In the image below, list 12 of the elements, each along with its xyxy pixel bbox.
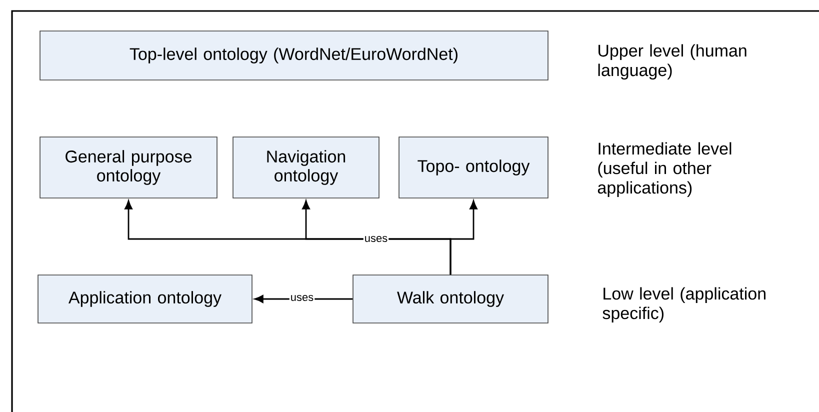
ontology-box: Topo- ontology bbox=[398, 136, 548, 198]
ontology-box: Top-level ontology (WordNet/EuroWordNet) bbox=[40, 30, 548, 80]
edge-label: uses bbox=[363, 234, 389, 243]
arrow bbox=[450, 200, 478, 275]
ontology-box: Navigation ontology bbox=[232, 136, 380, 198]
level-label: Intermediate level (useful in other applications) bbox=[598, 142, 732, 198]
edge-label: uses bbox=[289, 294, 315, 302]
ontology-box: Application ontology bbox=[38, 274, 252, 324]
level-label: Upper level (human language) bbox=[598, 44, 746, 80]
level-label: Low level (application specific) bbox=[602, 287, 766, 323]
ontology-box: Walk ontology bbox=[352, 274, 548, 324]
ontology-box: General purpose ontology bbox=[40, 136, 218, 198]
